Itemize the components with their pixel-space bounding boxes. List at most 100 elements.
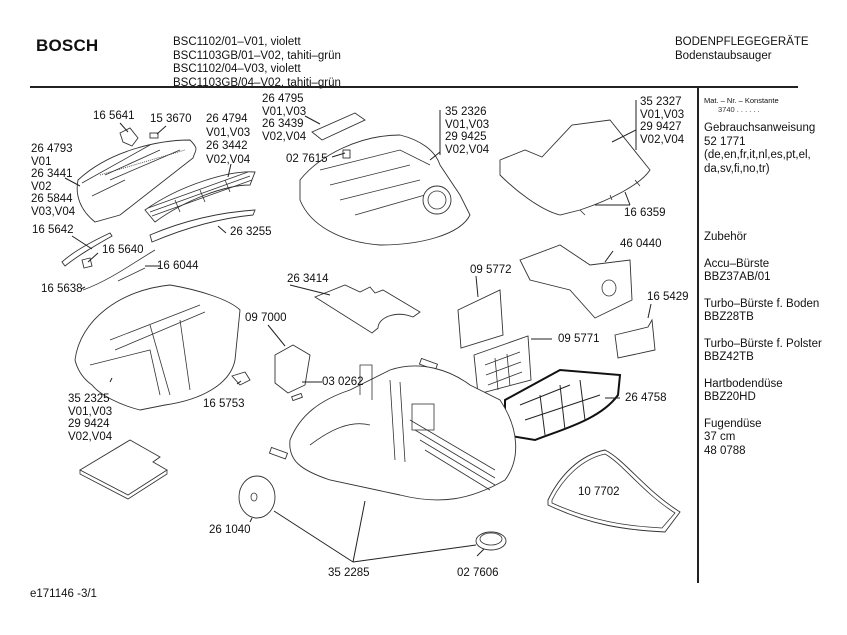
category-title: BODENPFLEGEGERÄTE <box>675 36 809 48</box>
filter-sheet <box>457 289 504 349</box>
part-label: 26 1040 <box>209 524 251 536</box>
sidebar: Mat. – Nr. – Konstante 3740 . . . . . . … <box>704 96 844 471</box>
part-variant: V02,V04 <box>445 143 490 156</box>
seal-plate <box>314 284 421 334</box>
sidebar-divider <box>697 88 699 583</box>
part-variant: V02,V04 <box>206 153 251 166</box>
base-housing <box>289 365 517 501</box>
part-label: 46 0440 <box>620 238 662 250</box>
bag-holder <box>614 318 656 359</box>
accessory-name: Hartbodendüse <box>704 377 783 390</box>
part-number: 29 9424 <box>68 418 110 430</box>
nozzle-item: Fugendüse 37 cm 48 0788 <box>704 418 844 459</box>
part-number: 26 3442 <box>206 140 248 152</box>
part-label: 16 5640 <box>102 244 144 256</box>
part-variant: V02 <box>31 180 52 193</box>
accessory-name: Turbo–Bürste f. Polster <box>704 337 822 350</box>
model-line: BSC1103GB/04–V02, tahiti–grün <box>173 76 341 89</box>
mat-label: Mat. – Nr. – Konstante <box>704 96 779 105</box>
part-label: 16 5429 <box>647 291 689 303</box>
small-block <box>149 132 159 139</box>
small-block <box>268 446 289 460</box>
part-label: 16 5642 <box>32 224 74 236</box>
manual-langs: (de,en,fr,it,nl,es,pt,el, <box>704 149 811 161</box>
part-number: 29 9425 <box>445 131 487 143</box>
filter-frame <box>473 335 532 395</box>
brand-logo: BOSCH <box>36 36 99 55</box>
nozzle-code: 48 0788 <box>704 444 746 457</box>
part-number: 26 4793 <box>31 143 73 155</box>
caster <box>475 531 507 551</box>
accessory-item: Hartbodendüse BBZ20HD <box>704 378 844 405</box>
button-cover <box>311 112 366 141</box>
part-label: 26 3255 <box>230 226 272 238</box>
switch-part <box>274 344 311 394</box>
part-label-group: 35 2326 V01,V03 29 9425 V02,V04 <box>445 106 489 156</box>
accessory-name: Accu–Bürste <box>704 257 770 270</box>
part-label: 16 5638 <box>41 283 83 295</box>
part-variant: V01,V03 <box>262 105 307 118</box>
part-label: 02 7606 <box>457 567 499 579</box>
part-label: 26 3414 <box>287 273 329 285</box>
part-number: 35 2327 <box>640 96 682 108</box>
accessory-item: Accu–Bürste BBZ37AB/01 <box>704 258 844 285</box>
part-variant: V02,V04 <box>68 430 113 443</box>
accessory-code: BBZ42TB <box>704 351 754 363</box>
model-line: BSC1102/01–V01, violett <box>173 36 301 48</box>
part-label: 16 6044 <box>157 260 199 272</box>
part-label-group: 26 4793 V01 26 3441 V02 26 5844 V03,V04 <box>31 143 75 218</box>
part-variant: V02,V04 <box>262 130 307 143</box>
accessory-code: BBZ20HD <box>704 391 756 403</box>
manual-langs: da,sv,fi,no,tr) <box>704 162 770 175</box>
document-id: e171146 -3/1 <box>30 588 97 600</box>
part-number: 26 4794 <box>206 113 248 125</box>
model-list: BSC1102/01–V01, violett BSC1103GB/01–V02… <box>173 36 341 90</box>
category-subtitle: Bodenstaubsauger <box>675 49 772 62</box>
accessory-name: Turbo–Bürste f. Boden <box>704 297 820 310</box>
accessory-item: Turbo–Bürste f. Boden BBZ28TB <box>704 298 844 325</box>
handle-bar <box>61 232 113 267</box>
part-variant: V01 <box>31 155 52 168</box>
lower-housing <box>74 284 241 411</box>
gasket <box>547 449 681 533</box>
category-block: BODENPFLEGEGERÄTE Bodenstaubsauger <box>675 36 809 63</box>
accessories-title: Zubehör <box>704 231 747 243</box>
part-variant: V03,V04 <box>31 205 76 218</box>
part-number: 26 5844 <box>31 193 73 205</box>
part-number: 29 9427 <box>640 121 682 133</box>
part-label: 09 5771 <box>558 333 600 345</box>
accessory-code: BBZ37AB/01 <box>704 271 771 283</box>
part-label: 16 6359 <box>624 207 666 219</box>
part-label: 16 5753 <box>203 398 245 410</box>
header-divider <box>30 86 798 88</box>
nozzle-name: Fugendüse <box>704 417 762 430</box>
upper-housing <box>299 134 471 246</box>
part-label-group: 26 4794 V01,V03 26 3442 V02,V04 <box>206 113 250 167</box>
small-spring <box>342 149 351 159</box>
accessory-code: BBZ28TB <box>704 311 754 323</box>
top-cover <box>76 139 197 223</box>
part-label: 10 7702 <box>578 486 620 498</box>
connector-part <box>231 371 251 386</box>
model-line: BSC1102/04–V03, violett <box>173 63 301 75</box>
accessory-item: Turbo–Bürste f. Polster BBZ42TB <box>704 338 844 365</box>
part-variant: V02,V04 <box>640 133 685 146</box>
part-label-group: 26 4795 V01,V03 26 3439 V02,V04 <box>262 93 306 143</box>
clip-part <box>119 127 139 147</box>
nozzle-size: 37 cm <box>704 431 736 443</box>
part-variant: V01,V03 <box>68 405 113 418</box>
part-label-group: 35 2327 V01,V03 29 9427 V02,V04 <box>640 96 684 146</box>
part-number: 26 3441 <box>31 168 73 180</box>
part-label: 16 5641 <box>93 110 135 122</box>
part-number: 35 2325 <box>68 393 110 405</box>
lid <box>499 119 651 216</box>
filter-mat <box>149 209 256 243</box>
part-label: 03 0262 <box>322 376 364 388</box>
manual-number: 52 1771 <box>704 135 746 148</box>
mat-value: 3740 . . . . . . <box>718 105 760 114</box>
hose-socket <box>422 185 452 215</box>
part-number: 26 4795 <box>262 93 304 105</box>
model-line: BSC1103GB/01–V02, tahiti–grün <box>173 49 341 62</box>
part-label: 15 3670 <box>150 113 192 125</box>
part-variant: V01,V03 <box>206 126 251 139</box>
